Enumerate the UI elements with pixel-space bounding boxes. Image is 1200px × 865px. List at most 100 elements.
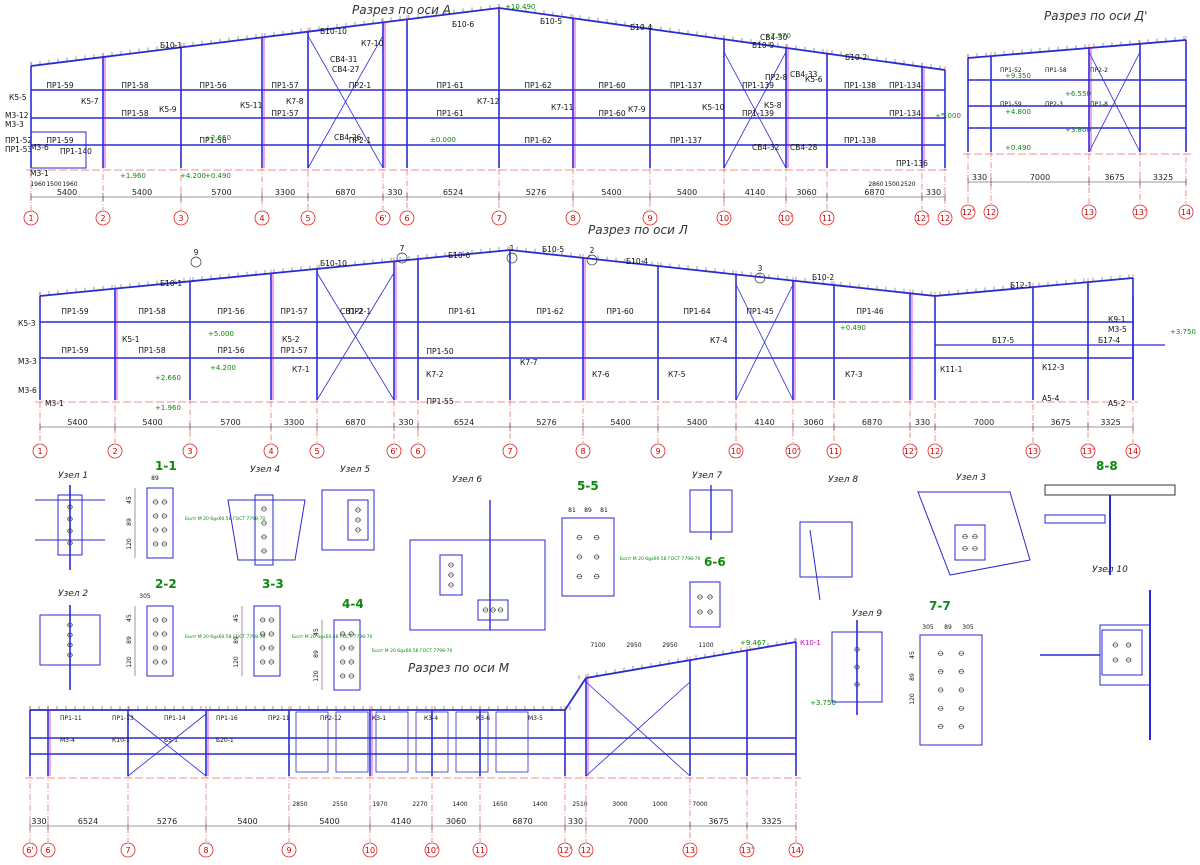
girder-label: ПР1-46 [856, 307, 883, 316]
column-label: К5-10 [702, 103, 725, 112]
dimension-value: 3060 [796, 188, 816, 197]
girder-label: ПР1-58 [121, 109, 148, 118]
axis-bubble-label: 11 [829, 447, 839, 456]
elevation-mark: +3.750 [810, 699, 836, 707]
axis-bubble-label: 14 [1181, 208, 1191, 217]
dimension-value: 5400 [319, 817, 339, 826]
roof-beam [689, 649, 748, 662]
section-plate [146, 487, 174, 559]
node-title: Узел 4 [250, 465, 280, 475]
sub-dimension: 1970 [372, 801, 387, 808]
roof-beam [1088, 42, 1141, 49]
roof-beam [921, 65, 946, 71]
beam-label: Б10-1 [160, 41, 182, 50]
column-label: К5-1 [122, 335, 140, 344]
axis-bubble [960, 204, 976, 220]
girder-label: ПР1-138 [844, 136, 876, 145]
axis-bubble-label: 12 [930, 447, 940, 456]
roof-beam [746, 641, 797, 652]
sub-dimension: 1650 [492, 801, 507, 808]
beam-label: Б10-10 [320, 27, 347, 36]
dimension-value: 6870 [862, 418, 882, 427]
member-label: К10-1 [800, 639, 821, 647]
column-label: К7-3 [845, 370, 863, 379]
dimension-value: 330 [926, 188, 941, 197]
node4-frame [227, 499, 306, 561]
brace [1088, 51, 1141, 153]
dimension-value: 5400 [67, 418, 87, 427]
dimension-value: 6524 [454, 418, 474, 427]
misc-label: М3-5 [1108, 325, 1127, 334]
axis-bubble-label: 2 [100, 214, 105, 223]
girder-label: ПР1-61 [448, 307, 475, 316]
plate-dimension: 120 [126, 656, 133, 668]
callout-number: 1 [510, 244, 515, 253]
roof-beam [833, 284, 911, 295]
axis-bubble-label: 13' [1082, 447, 1094, 456]
roof-beam [826, 52, 923, 68]
dimension-value: 7000 [628, 817, 648, 826]
top-dimension: 1100 [698, 642, 713, 649]
girder-label: ПР1-58 [138, 307, 165, 316]
girder-label: ПР2-3 [1045, 101, 1063, 108]
dimension-value: 5400 [677, 188, 697, 197]
elevation-mark: +9.467 [740, 639, 766, 647]
axis-bubble-label: 11 [475, 846, 485, 855]
dimension-value: 6870 [335, 188, 355, 197]
axis-bubble-label: 5 [305, 214, 310, 223]
axis-bubble [778, 210, 794, 226]
section-mark: 5-5 [577, 479, 599, 493]
axis-bubble [23, 210, 39, 226]
plate-dimension: 45 [313, 628, 320, 636]
plate-dimension: 89 [909, 673, 916, 681]
beam-label: Б10-6 [452, 20, 474, 29]
node5-beam [321, 489, 375, 551]
axis-bubble [254, 210, 270, 226]
plate-dimension: 45 [909, 651, 916, 659]
axis-bubble-label: 10' [780, 214, 792, 223]
roof-beam [585, 659, 691, 679]
section-title-a: Разрез по оси А [352, 3, 451, 17]
girder-label: ПР1-61 [436, 109, 463, 118]
misc-label: ПР1-140 [60, 147, 92, 156]
member-label: ПР1-14 [164, 715, 186, 722]
section-plate [253, 605, 281, 677]
plate-dimension: 89 [313, 650, 320, 658]
callout-number: 7 [400, 244, 405, 253]
axis-bubble [1132, 204, 1148, 220]
dimension-value: 330 [972, 173, 987, 182]
axis-bubble [182, 443, 198, 459]
girder-label: ПР1-57 [271, 81, 298, 90]
axis-bubble-label: 11 [822, 214, 832, 223]
plate-dimension: 89 [126, 518, 133, 526]
axis-bubble [472, 842, 488, 858]
member-label: ПР2-11 [268, 715, 290, 722]
roof-beam [180, 36, 263, 49]
misc-label: ПР1-53 [5, 145, 32, 154]
callout-number: 3 [758, 264, 763, 273]
dimension-value: 6524 [78, 817, 98, 826]
dimension-value: 5276 [157, 817, 177, 826]
dimension-value: 5400 [132, 188, 152, 197]
column-label: К9-1 [1108, 315, 1126, 324]
bolt-note: Болт М 20 6gх60.58 ГОСТ 7798-70 [185, 516, 265, 522]
member-label: Б20-1 [216, 737, 234, 744]
member-label: М3-5 [528, 715, 543, 722]
roof-beam [39, 287, 116, 297]
column-label: К7-7 [520, 358, 538, 367]
girder-label: ПР1-8 [1090, 101, 1108, 108]
axis-bubble [300, 210, 316, 226]
beam-label: Б10-6 [448, 251, 470, 260]
node-title: Узел 9 [852, 609, 882, 619]
plate-dimension: 305 [139, 593, 151, 600]
roof-beam [189, 272, 272, 283]
sub-dimension: 2850 [292, 801, 307, 808]
axis-bubble [375, 210, 391, 226]
roof-beam [785, 47, 828, 55]
axis-bubble-label: 12' [916, 214, 928, 223]
axis-bubble [362, 842, 378, 858]
brace-label: СВ4-30 [760, 33, 788, 42]
girder-label: ПР1-57 [271, 109, 298, 118]
elevation-mark: +9.350 [1005, 72, 1031, 80]
